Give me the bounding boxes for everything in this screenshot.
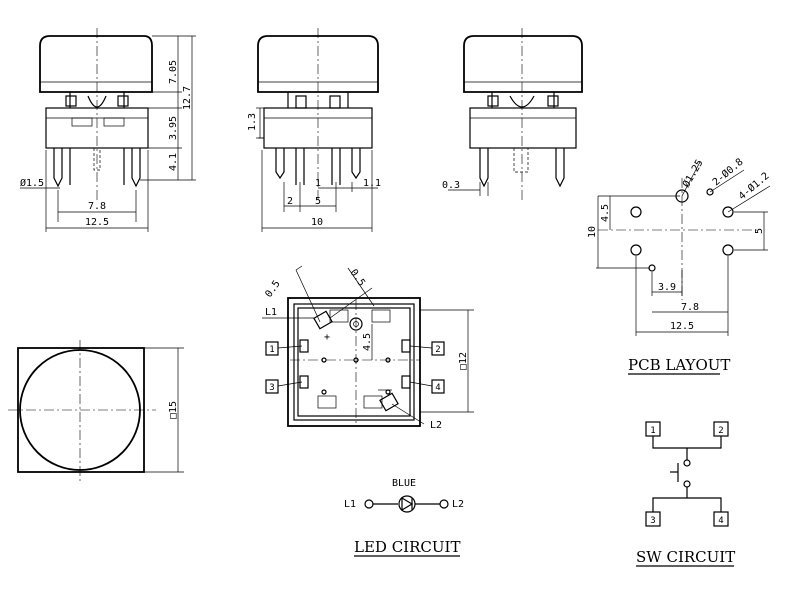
dim-pitch-2: 2 (287, 196, 293, 207)
sw-circuit: 1 2 3 4 SW CIRCUIT (636, 421, 735, 567)
pin-box-3: 3 (269, 383, 274, 393)
pin-box-1: 1 (269, 345, 274, 355)
dim-h78: 7.8 (681, 302, 699, 313)
dim-shoulder: 1.3 (247, 113, 258, 131)
dim-width-10: 10 (311, 217, 323, 228)
side-view: 7.05 12.7 3.95 4.1 Ø1.5 7.8 12.5 (20, 28, 196, 232)
led-l1: L1 (344, 499, 356, 510)
cap-view: □15 (8, 340, 184, 482)
dim-05-right: 0.5 (348, 267, 367, 288)
dim-hole-4x12: 4-Ø1.2 (736, 170, 771, 202)
pcb-hole-small-a (706, 188, 714, 196)
label-l1: L1 (265, 307, 277, 318)
dim-45: 4.5 (362, 333, 373, 351)
dim-pin-height: 4.1 (168, 153, 179, 171)
dim-led-offset: 1 (315, 178, 321, 189)
dim-body-height: 3.95 (168, 116, 179, 140)
plus-sign: + (324, 332, 330, 343)
pcb-hole-1 (630, 206, 642, 218)
pcb-hole-2 (722, 206, 734, 218)
pcb-layout: Ø1.25 2-Ø0.8 4-Ø1.2 4.5 10 5 3.9 7.8 12.… (587, 156, 772, 375)
sw-pin-1: 1 (650, 426, 655, 436)
label-l2: L2 (430, 420, 442, 431)
dim-h125: 12.5 (670, 321, 694, 332)
dim-15: □15 (168, 401, 179, 419)
pcb-layout-title: PCB LAYOUT (628, 356, 730, 374)
dim-pitch-5: 5 (315, 196, 321, 207)
pin-box-4: 4 (435, 383, 440, 393)
dim-pin-diameter: Ø1.5 (20, 177, 44, 189)
dim-width: 12.5 (85, 217, 109, 228)
dim-led-pin: 1.1 (363, 178, 381, 189)
led-circuit-title: LED CIRCUIT (354, 538, 460, 556)
dim-v45: 4.5 (600, 204, 611, 222)
sw-pin-2: 2 (718, 426, 723, 436)
pcb-hole-3 (630, 244, 642, 256)
front-view: 1.3 1 1.1 2 5 10 (247, 28, 381, 232)
pin-box-2: 2 (435, 345, 440, 355)
led-l2: L2 (452, 499, 464, 510)
pcb-hole-4 (722, 244, 734, 256)
sw-circuit-title: SW CIRCUIT (636, 548, 735, 566)
dim-v10: 10 (587, 226, 598, 238)
top-view: 0.5 0.5 + L1 L2 1 3 2 4 4.5 □12 (262, 265, 474, 431)
sw-pin-4: 4 (718, 516, 723, 526)
dim-12: □12 (458, 352, 469, 370)
end-view: 0.3 (442, 28, 583, 200)
sw-pin-3: 3 (650, 516, 655, 526)
dim-v5: 5 (754, 228, 765, 234)
led-color: BLUE (392, 478, 416, 489)
dim-05-left: 0.5 (263, 279, 282, 300)
dim-total-height: 12.7 (182, 86, 193, 110)
dim-cap-height: 7.05 (168, 60, 179, 84)
dim-h39: 3.9 (658, 282, 676, 293)
led-circuit: BLUE L1 L2 LED CIRCUIT (344, 478, 464, 557)
dim-pin-thickness: 0.3 (442, 180, 460, 191)
dim-pin-pitch: 7.8 (88, 201, 106, 212)
dim-hole-125: Ø1.25 (680, 157, 705, 189)
